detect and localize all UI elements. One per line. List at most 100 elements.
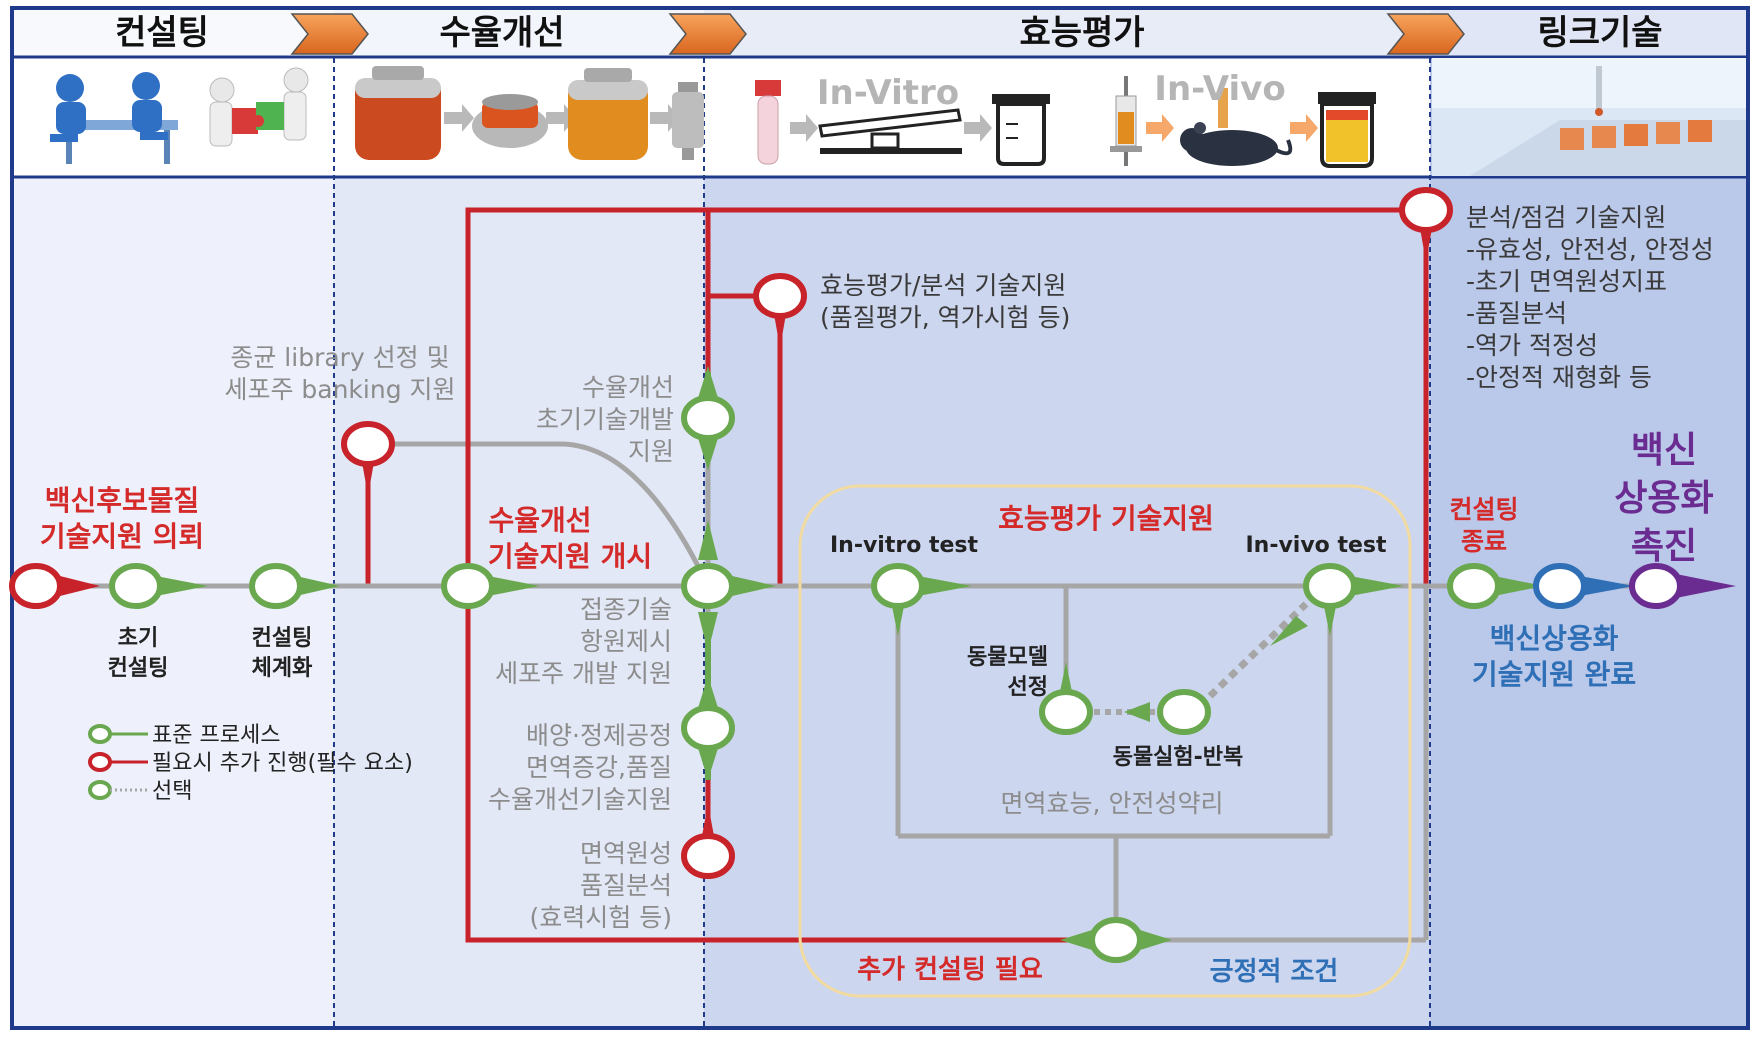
start-label-2: 기술지원 의뢰 bbox=[40, 520, 204, 553]
arrow-icon bbox=[444, 104, 474, 132]
chevron-arrow-icon bbox=[1386, 13, 1465, 55]
centrifuge-icon bbox=[472, 94, 548, 148]
yield-initial-label-1: 수율개선 bbox=[582, 373, 674, 402]
analysis-support-item: -안정적 재형화 등 bbox=[1466, 363, 1652, 392]
complete-label-2: 기술지원 완료 bbox=[1472, 658, 1636, 691]
filter-cartridge-icon bbox=[672, 82, 704, 160]
stage-link: 링크기술 bbox=[1537, 13, 1662, 53]
pin-immunogen bbox=[681, 804, 735, 879]
meeting-people-icon bbox=[50, 72, 178, 164]
immune-safety-label: 면역효능, 안전성약리 bbox=[1001, 789, 1224, 818]
node-animal-test bbox=[1124, 689, 1211, 735]
in-vitro-test-label: In-vitro test bbox=[830, 533, 979, 558]
promote-label-3: 촉진 bbox=[1631, 526, 1697, 567]
animal-test-label: 동물실험-반복 bbox=[1113, 744, 1244, 770]
arrow-icon bbox=[1290, 114, 1318, 142]
initial-consulting-label-2: 컨설팅 bbox=[108, 656, 169, 681]
culture-label-3: 수율개선기술지원 bbox=[488, 785, 672, 814]
promote-label-1: 백신 bbox=[1631, 430, 1697, 471]
additional-consulting-label: 추가 컨설팅 필요 bbox=[857, 955, 1043, 985]
node-consulting-end bbox=[1447, 563, 1544, 609]
consulting-end-label-2: 종료 bbox=[1461, 527, 1507, 556]
in-vitro-caption: In-Vitro bbox=[817, 73, 959, 113]
efficacy-box-title: 효능평가 기술지원 bbox=[998, 502, 1214, 535]
inoculation-label-1: 접종기술 bbox=[580, 595, 672, 624]
pin-analysis-support bbox=[1399, 187, 1453, 262]
initial-consulting-label-1: 초기 bbox=[118, 626, 158, 651]
strain-library-label-1: 종균 library 선정 및 bbox=[230, 343, 449, 372]
legend-standard-label: 표준 프로세스 bbox=[152, 723, 280, 748]
puzzle-people-icon bbox=[209, 67, 309, 147]
node-culture bbox=[681, 676, 735, 780]
arrow-icon bbox=[964, 114, 992, 142]
node-in-vivo bbox=[1270, 563, 1404, 646]
stage-efficacy: 효능평가 bbox=[1019, 13, 1144, 53]
bioreactor-tank-icon bbox=[355, 66, 441, 160]
in-vivo-caption: In-Vivo bbox=[1154, 69, 1285, 109]
complete-label-1: 백신상용화 bbox=[1490, 622, 1619, 655]
stage-consulting: 컨설팅 bbox=[115, 13, 209, 53]
promote-label-2: 상용화 bbox=[1614, 478, 1713, 519]
legend-standard-marker bbox=[88, 724, 148, 744]
beaker-icon bbox=[992, 94, 1050, 166]
in-vivo-test-label: In-vivo test bbox=[1245, 533, 1387, 558]
sample-tube-icon bbox=[755, 80, 781, 165]
inoculation-label-2: 항원제시 bbox=[580, 627, 672, 656]
legend: 표준 프로세스 필요시 추가 진행(필수 요소) 선택 bbox=[88, 723, 413, 804]
analysis-support-item: -유효성, 안전성, 안정성 bbox=[1466, 235, 1714, 264]
pin-efficacy-analysis bbox=[753, 273, 807, 348]
chevron-arrow-icon bbox=[290, 13, 369, 55]
immunogen-label-1: 면역원성 bbox=[580, 839, 672, 868]
node-animal-model bbox=[1039, 662, 1093, 735]
consulting-system-label-1: 컨설팅 bbox=[252, 626, 313, 651]
node-yield-initial bbox=[681, 366, 735, 470]
start-label-1: 백신후보물질 bbox=[45, 484, 200, 517]
animal-model-label-2: 선정 bbox=[1008, 675, 1048, 700]
stage-yield: 수율개선 bbox=[439, 13, 564, 53]
analysis-support-item: -역가 적정성 bbox=[1466, 331, 1598, 360]
node-in-vitro bbox=[871, 563, 972, 636]
yield-initial-label-2: 초기기술개발 bbox=[536, 405, 674, 434]
immunogen-label-3: (효력시험 등) bbox=[530, 903, 672, 932]
yield-start-label-1: 수율개선 bbox=[488, 504, 591, 537]
analysis-support-item: -초기 면역원성지표 bbox=[1466, 267, 1667, 296]
header-strip bbox=[14, 10, 1746, 56]
culture-label-2: 면역증강,품질 bbox=[526, 753, 672, 782]
immunogen-label-2: 품질분석 bbox=[580, 871, 672, 900]
arrow-icon bbox=[790, 114, 818, 142]
strain-library-label-2: 세포주 banking 지원 bbox=[224, 375, 455, 404]
arrow-icon bbox=[1146, 114, 1174, 142]
mouse-icon bbox=[1180, 88, 1293, 166]
yield-initial-label-3: 지원 bbox=[628, 437, 674, 466]
efficacy-analysis-label-1: 효능평가/분석 기술지원 bbox=[820, 271, 1066, 300]
specimen-cup-icon bbox=[1318, 92, 1376, 168]
node-consulting-system bbox=[249, 563, 340, 609]
consulting-end-label-1: 컨설팅 bbox=[1449, 495, 1518, 524]
inoculation-label-3: 세포주 개발 지원 bbox=[495, 659, 672, 688]
node-decision bbox=[1060, 917, 1172, 963]
culture-label-1: 배양·정제공정 bbox=[526, 721, 672, 750]
start-node bbox=[9, 563, 100, 609]
balance-scale-icon bbox=[818, 108, 962, 154]
node-yield-start bbox=[441, 563, 540, 609]
node-complete bbox=[1533, 563, 1634, 609]
chevron-arrow-icon bbox=[668, 13, 747, 55]
lab-plate-photo-icon bbox=[1432, 58, 1746, 176]
panel-efficacy bbox=[704, 10, 1430, 1026]
panel-consulting bbox=[14, 10, 334, 1026]
legend-required-label: 필요시 추가 진행(필수 요소) bbox=[152, 751, 413, 776]
panel-yield bbox=[334, 10, 704, 1026]
node-hub bbox=[681, 520, 776, 652]
legend-optional-marker bbox=[88, 780, 148, 800]
panel-link bbox=[1430, 10, 1746, 1026]
efficacy-box bbox=[798, 484, 1412, 998]
analysis-support-title: 분석/점검 기술지원 bbox=[1466, 203, 1666, 232]
positive-condition-label: 긍정적 조건 bbox=[1210, 957, 1339, 987]
node-promote bbox=[1629, 563, 1736, 609]
consulting-system-label-2: 체계화 bbox=[252, 656, 313, 681]
legend-required-marker bbox=[88, 752, 148, 772]
fermenter-tank-icon bbox=[568, 68, 648, 160]
animal-model-label-1: 동물모델 bbox=[967, 645, 1048, 670]
